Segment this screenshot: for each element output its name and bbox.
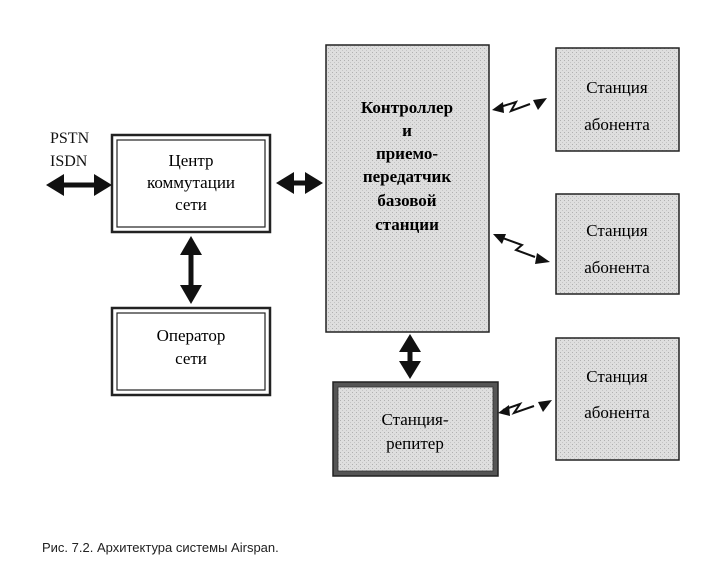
subscriber-station-label-line: Станция — [586, 78, 648, 97]
repeater-station-box: Станция- репитер — [332, 381, 499, 477]
center-to-base-arrow — [276, 172, 323, 194]
network-operator-label-line: Оператор — [157, 326, 226, 345]
subscriber-station-label-line: Станция — [586, 221, 648, 240]
base-station-label-line: Контроллер — [361, 98, 453, 117]
switching-center-label-line: Центр — [168, 151, 213, 170]
base-to-repeater-arrow — [399, 334, 421, 379]
network-operator-label-line: сети — [175, 349, 207, 368]
base-station-label-line: и — [402, 121, 412, 140]
external-network-label-pstn: PSTN — [50, 130, 90, 147]
switching-center-label-line: коммутации — [147, 173, 235, 192]
subscriber-station-label-line: Станция — [586, 367, 648, 386]
subscriber-station-box: Станция абонента — [555, 47, 680, 152]
base-station-label-line: базовой — [377, 191, 436, 210]
subscriber-station-label-line: абонента — [584, 258, 650, 277]
repeater-station-label-line: репитер — [386, 434, 444, 453]
base-station-label-line: станции — [375, 215, 439, 234]
base-station-label-line: передатчик — [363, 167, 452, 186]
center-to-operator-arrow — [180, 236, 202, 304]
figure-caption: Рис. 7.2. Архитектура системы Airspan. — [42, 540, 279, 555]
wireless-link-icon — [493, 234, 550, 264]
base-station-box: Контроллер и приемо- передатчик базовой … — [325, 44, 490, 333]
wireless-link-icon — [498, 400, 552, 416]
subscriber-station-box: Станция абонента — [555, 337, 680, 461]
network-operator-box: Оператор сети — [110, 306, 272, 397]
switching-center-box: Центр коммутации сети — [110, 133, 272, 234]
subscriber-station-box: Станция абонента — [555, 193, 680, 295]
subscriber-station-label-line: абонента — [584, 403, 650, 422]
repeater-station-label-line: Станция- — [381, 410, 448, 429]
external-network-label-isdn: ISDN — [50, 153, 88, 170]
switching-center-label-line: сети — [175, 195, 207, 214]
wireless-link-icon — [492, 98, 547, 113]
subscriber-station-label-line: абонента — [584, 115, 650, 134]
base-station-label-line: приемо- — [376, 144, 438, 163]
pstn-link-arrow — [46, 174, 112, 196]
